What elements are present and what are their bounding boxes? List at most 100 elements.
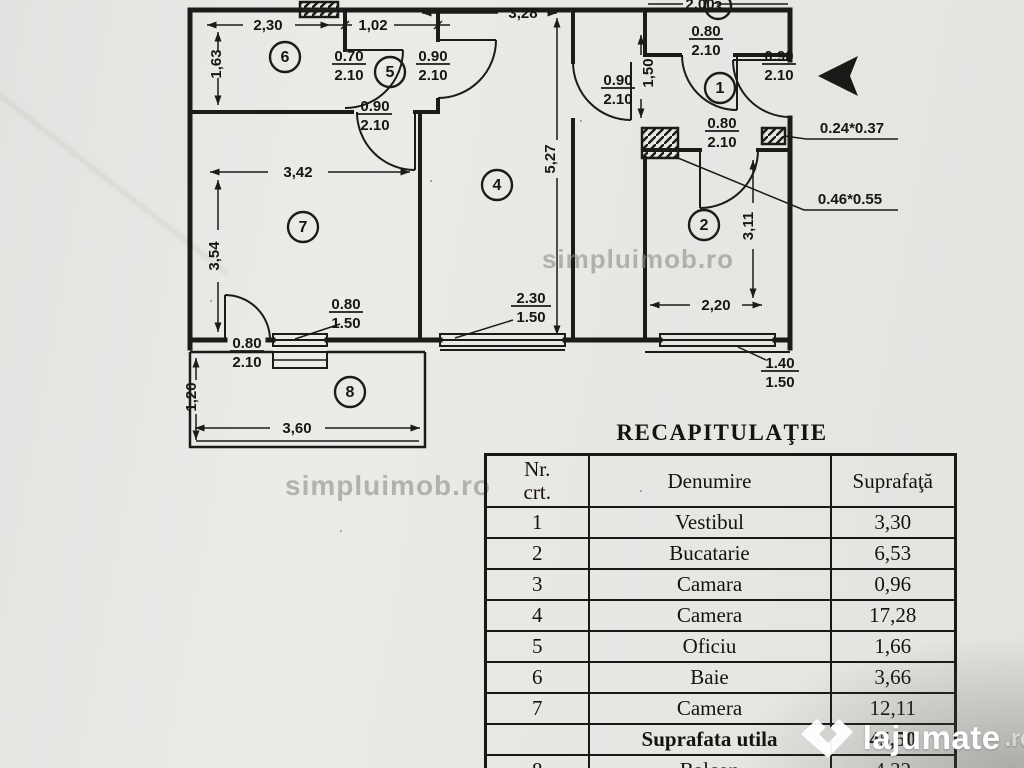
room-5-number: 5 — [386, 64, 395, 81]
header-suprafata: Suprafaţă — [829, 453, 957, 508]
scan-noise-dots — [430, 180, 432, 182]
door-hall-4-width: 0.90 — [603, 72, 632, 89]
row-area: 4,32 — [829, 754, 957, 768]
row-name: Camera — [587, 599, 832, 632]
room-3-number: 3 — [714, 0, 723, 16]
watermark-simpluimob-center: simpluimob.ro — [542, 244, 734, 274]
row-area: 6,53 — [829, 537, 957, 570]
row-nr: 1 — [484, 506, 590, 539]
door-5-4-height: 2.10 — [360, 117, 389, 134]
summary-value: 45,50 — [829, 723, 957, 756]
door-7-8-width: 0.80 — [232, 335, 261, 352]
row-nr: 7 — [484, 692, 590, 725]
row-nr: 5 — [484, 630, 590, 663]
door-5-hall-height: 2.10 — [418, 67, 447, 84]
door-7-8-height: 2.10 — [232, 354, 261, 371]
summary-row: Suprafata utila 45,50 — [484, 723, 957, 756]
recap-title: RECAPITULAŢIE — [616, 420, 828, 445]
door-hall-4-height: 2.10 — [603, 91, 632, 108]
door-3-width: 0.80 — [691, 23, 720, 40]
dim-room4-width: 3,28 — [508, 5, 537, 22]
room-1-number: 1 — [716, 80, 725, 97]
lajumate-name: lajumate — [862, 719, 1001, 756]
shaft-large-size: 0.46*0.55 — [818, 191, 882, 208]
room-6-number: 6 — [281, 49, 290, 66]
row-name: Balcon — [587, 754, 832, 768]
window-4-height: 1.50 — [516, 309, 545, 326]
entrance-arrow-icon — [818, 56, 858, 96]
row-nr: 8 — [484, 754, 590, 768]
table-row-balcon: 8 Balcon 4,32 — [484, 754, 957, 768]
recap-table: Nr. crt. Denumire Suprafaţă 1 Vestibul 3… — [484, 453, 957, 768]
leader-lines — [294, 135, 898, 361]
header-nr-line1: Nr. — [524, 457, 551, 482]
door-entrance-width: 0.90 — [764, 48, 793, 65]
fraction-underlines — [230, 38, 799, 372]
row-nr: 2 — [484, 537, 590, 570]
exterior-walls — [187, 7, 793, 351]
dim-balcony-height: 1,20 — [183, 382, 200, 411]
row-name: Bucatarie — [587, 537, 832, 570]
dim-room3-width: 2,00 — [685, 0, 714, 13]
lajumate-logo-icon — [800, 719, 853, 758]
window-2-height: 1.50 — [765, 374, 794, 391]
door-5-4-width: 0.90 — [360, 98, 389, 115]
dim-room6-width: 2,30 — [253, 17, 282, 34]
summary-label: Suprafata utila — [587, 723, 832, 756]
door-6-5-height: 2.10 — [334, 67, 363, 84]
recapitulation-section: RECAPITULAŢIE Nr. crt. Denumire Suprafaţ… — [484, 420, 960, 768]
door-entrance-height: 2.10 — [764, 67, 793, 84]
row-area: 0,96 — [829, 568, 957, 601]
row-name: Camera — [587, 692, 832, 725]
header-nr-line2: crt. — [523, 480, 551, 504]
shaft-small-size: 0.24*0.37 — [820, 120, 884, 137]
window-symbols — [272, 333, 790, 353]
table-row: 3 Camara 0,96 — [484, 568, 957, 601]
door-1-2-width: 0.80 — [707, 115, 736, 132]
balcony-outline — [188, 350, 427, 449]
row-name: Baie — [587, 661, 832, 694]
table-row: 5 Oficiu 1,66 — [484, 630, 957, 663]
dim-hall-width: 1,50 — [640, 58, 657, 87]
dim-room2-width: 2,20 — [701, 297, 730, 314]
dim-room2-height: 3,11 — [740, 212, 757, 240]
door-6-5-width: 0.70 — [334, 48, 363, 65]
row-nr: 4 — [484, 599, 590, 632]
row-area: 3,66 — [829, 661, 957, 694]
room-4-number: 4 — [493, 177, 502, 194]
row-area: 1,66 — [829, 630, 957, 663]
lajumate-tld: .ro — [1004, 724, 1024, 751]
window-4-width: 2.30 — [516, 290, 545, 307]
door-swings — [224, 39, 791, 341]
row-name: Vestibul — [587, 506, 832, 539]
dim-room6-height: 1,63 — [208, 49, 225, 78]
table-row: 7 Camera 12,11 — [484, 692, 957, 725]
door-5-hall-width: 0.90 — [418, 48, 447, 65]
ventilation-shafts — [298, 0, 787, 160]
table-header-row: Nr. crt. Denumire Suprafaţă — [484, 453, 957, 508]
row-area: 12,11 — [829, 692, 957, 725]
dim-room7-width: 3,42 — [283, 164, 312, 181]
table-row: 4 Camera 17,28 — [484, 599, 957, 632]
summary-empty-cell — [484, 723, 590, 756]
window-7-height: 1.50 — [331, 315, 360, 332]
door-1-2-height: 2.10 — [707, 134, 736, 151]
row-area: 3,30 — [829, 506, 957, 539]
window-2-width: 1.40 — [765, 355, 794, 372]
room-circles — [268, 0, 737, 409]
window-7-width: 0.80 — [331, 296, 360, 313]
watermark-simpluimob-left: simpluimob.ro — [285, 470, 491, 501]
header-denumire: Denumire — [587, 453, 832, 508]
dim-balcony-width: 3,60 — [282, 420, 311, 437]
row-nr: 3 — [484, 568, 590, 601]
table-row: 1 Vestibul 3,30 — [484, 506, 957, 539]
room-2-number: 2 — [700, 217, 709, 234]
row-nr: 6 — [484, 661, 590, 694]
watermark-lajumate: lajumate .ro — [795, 712, 1024, 764]
room-8-number: 8 — [346, 384, 355, 401]
table-row: 6 Baie 3,66 — [484, 661, 957, 694]
table-row: 2 Bucatarie 6,53 — [484, 537, 957, 570]
door-3-height: 2.10 — [691, 42, 720, 59]
row-name: Oficiu — [587, 630, 832, 663]
